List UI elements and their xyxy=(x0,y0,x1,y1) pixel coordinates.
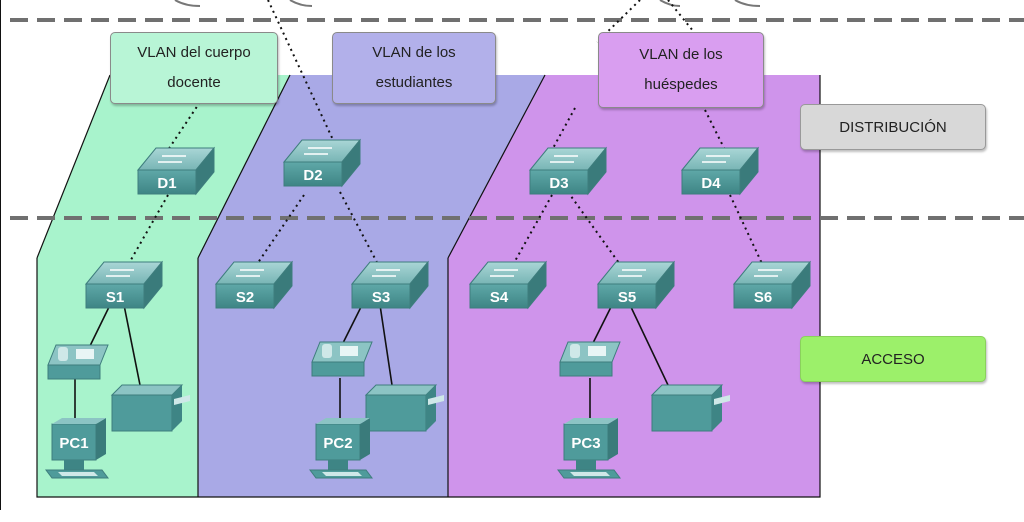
distribution-switch-d1-label: D1 xyxy=(157,175,176,192)
distribution-switch-d3: D3 xyxy=(528,146,608,196)
region-border-right xyxy=(447,74,546,259)
core-device-partial xyxy=(174,0,201,7)
pc-pc2: PC2 xyxy=(309,418,373,479)
ip-phone-icon xyxy=(559,341,621,377)
pc-pc1: PC1 xyxy=(45,418,109,479)
distribution-switch-group: D1 D2 D3 D4 xyxy=(136,138,760,196)
distribution-switch-d4-label: D4 xyxy=(701,175,721,192)
distribution-switch-d3-label: D3 xyxy=(549,175,568,192)
region-faculty xyxy=(37,75,290,497)
region-outline xyxy=(36,75,821,498)
printer-icon xyxy=(650,384,730,432)
access-switch-s3-label: S3 xyxy=(372,289,390,306)
access-layer-text: ACCESO xyxy=(861,350,925,368)
vlan-guests-label: VLAN de los huéspedes xyxy=(598,32,764,108)
access-switch-s1: S1 xyxy=(84,260,164,310)
printer-icon xyxy=(110,384,190,432)
access-switch-group: S1 S2 S3 S4 S5 S6 xyxy=(84,260,812,310)
pc-pc2-label: PC2 xyxy=(323,435,352,452)
distribution-switch-d4: D4 xyxy=(680,146,760,196)
region-border-left xyxy=(197,74,291,259)
access-switch-s6-label: S6 xyxy=(754,289,772,306)
access-switch-s4: S4 xyxy=(468,260,548,310)
distribution-layer-text: DISTRIBUCIÓN xyxy=(839,118,947,136)
pc-pc3-label: PC3 xyxy=(571,435,600,452)
access-switch-s5-label: S5 xyxy=(618,289,636,306)
pc-pc3: PC3 xyxy=(557,418,621,479)
printer-icon xyxy=(364,384,444,432)
vlan-faculty-label: VLAN del cuerpo docente xyxy=(110,32,278,104)
pc-pc1-label: PC1 xyxy=(59,435,88,452)
vlan-guests-text: VLAN de los huéspedes xyxy=(639,46,723,93)
access-switch-s2: S2 xyxy=(214,260,294,310)
access-links xyxy=(74,304,669,422)
region-outline xyxy=(36,74,111,259)
core-device-partial xyxy=(289,0,313,7)
distribution-switch-d1: D1 xyxy=(136,146,216,196)
access-switch-s6: S6 xyxy=(732,260,812,310)
core-device-partial xyxy=(734,0,761,7)
access-switch-s1-label: S1 xyxy=(106,289,124,306)
access-switch-s4-label: S4 xyxy=(490,289,509,306)
vlan-students-label: VLAN de los estudiantes xyxy=(332,32,496,104)
distribution-switch-d2-label: D2 xyxy=(303,167,322,184)
ip-phone-icon xyxy=(47,344,109,380)
access-switch-s2-label: S2 xyxy=(236,289,254,306)
core-device-partial xyxy=(659,0,681,7)
vlan-students-text: VLAN de los estudiantes xyxy=(372,44,456,91)
distribution-layer-label: DISTRIBUCIÓN xyxy=(800,104,986,150)
uplink-lines xyxy=(123,0,766,273)
access-switch-s5: S5 xyxy=(596,260,676,310)
ip-phone-icon xyxy=(311,341,373,377)
access-switch-s3: S3 xyxy=(350,260,430,310)
distribution-switch-d2: D2 xyxy=(282,138,362,188)
pc-group: PC1 PC2 PC3 xyxy=(45,418,621,479)
access-layer-label: ACCESO xyxy=(800,336,986,382)
vlan-faculty-text: VLAN del cuerpo docente xyxy=(137,44,251,91)
